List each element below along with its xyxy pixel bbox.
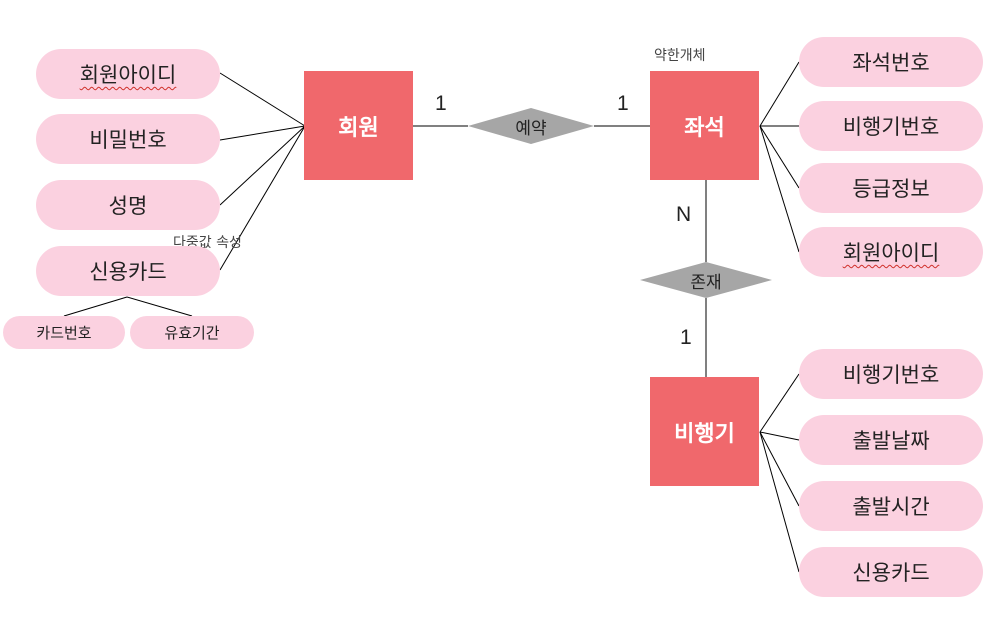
connector-line bbox=[219, 125, 306, 206]
attribute-seat-member-id[interactable]: 회원아이디 bbox=[799, 227, 983, 277]
cardinality-seat-existence: N bbox=[676, 203, 692, 226]
cardinality-member-reservation: 1 bbox=[435, 92, 447, 115]
connector-lines bbox=[63, 61, 800, 573]
connector-line bbox=[219, 72, 306, 127]
attribute-label: 회원아이디 bbox=[842, 241, 940, 265]
connector-line bbox=[759, 61, 800, 127]
attribute-label: 카드번호 bbox=[36, 324, 92, 342]
attribute-card-number[interactable]: 카드번호 bbox=[3, 316, 125, 349]
attribute-departure-date[interactable]: 출발날짜 bbox=[799, 415, 983, 465]
connector-line bbox=[219, 125, 306, 141]
attribute-label: 등급정보 bbox=[852, 177, 930, 201]
attribute-label: 좌석번호 bbox=[852, 51, 930, 75]
cardinality-airplane-existence: 1 bbox=[680, 326, 692, 349]
attribute-airplane-number[interactable]: 비행기번호 bbox=[799, 349, 983, 399]
attribute-label: 비행기번호 bbox=[842, 115, 940, 139]
connector-line bbox=[63, 296, 128, 317]
attribute-member-credit-card[interactable]: 신용카드 bbox=[36, 246, 220, 296]
attribute-member-name[interactable]: 성명 bbox=[36, 180, 220, 230]
attribute-departure-time[interactable]: 출발시간 bbox=[799, 481, 983, 531]
relationship-existence-diamond[interactable] bbox=[640, 262, 772, 298]
attribute-airplane-credit-card[interactable]: 신용카드 bbox=[799, 547, 983, 597]
cardinality-seat-reservation: 1 bbox=[617, 92, 629, 115]
attribute-seat-airplane-number[interactable]: 비행기번호 bbox=[799, 101, 983, 151]
attribute-seat-number[interactable]: 좌석번호 bbox=[799, 37, 983, 87]
attribute-member-password[interactable]: 비밀번호 bbox=[36, 114, 220, 164]
entity-member[interactable]: 회원 bbox=[304, 71, 413, 180]
attribute-label: 출발시간 bbox=[852, 495, 930, 519]
attribute-member-id[interactable]: 회원아이디 bbox=[36, 49, 220, 99]
attribute-label: 회원아이디 bbox=[79, 63, 177, 87]
attribute-label: 출발날짜 bbox=[852, 429, 930, 453]
connector-line bbox=[126, 296, 193, 317]
attribute-card-expiry[interactable]: 유효기간 bbox=[130, 316, 254, 349]
attribute-label: 신용카드 bbox=[852, 561, 930, 585]
relationship-reservation-diamond[interactable] bbox=[468, 108, 594, 144]
attribute-label: 비밀번호 bbox=[89, 128, 167, 152]
connector-line bbox=[759, 373, 800, 433]
connector-line bbox=[219, 125, 306, 271]
connector-line bbox=[759, 431, 800, 507]
attribute-label: 유효기간 bbox=[164, 324, 220, 342]
entity-airplane[interactable]: 비행기 bbox=[650, 377, 759, 486]
relationship-reservation-label: 예약 bbox=[515, 118, 547, 139]
attribute-seat-class-info[interactable]: 등급정보 bbox=[799, 163, 983, 213]
weak-entity-note: 약한개체 bbox=[654, 48, 706, 64]
connector-line bbox=[759, 431, 800, 573]
entity-seat[interactable]: 좌석 bbox=[650, 71, 759, 180]
connector-line bbox=[759, 125, 800, 253]
connector-line bbox=[759, 125, 800, 189]
attribute-label: 비행기번호 bbox=[842, 363, 940, 387]
connector-line bbox=[759, 431, 800, 441]
relationship-existence-label: 존재 bbox=[690, 272, 722, 293]
attribute-label: 신용카드 bbox=[89, 260, 167, 284]
attribute-label: 성명 bbox=[108, 194, 148, 218]
